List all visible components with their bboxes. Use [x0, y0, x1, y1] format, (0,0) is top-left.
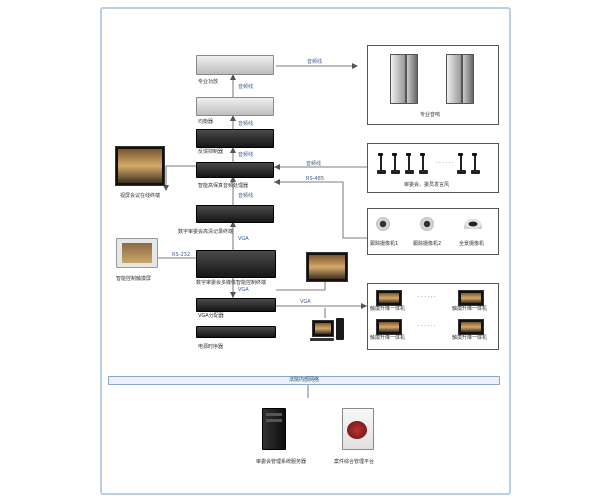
- mics-dots: · · · · · ·: [436, 160, 454, 166]
- tracking-camera-2-label: 跟踪摄像机2: [413, 241, 442, 247]
- operator-monitor: [306, 252, 348, 282]
- cable-label-audio-4: 音频线: [238, 152, 254, 158]
- cable-label-rs485: RS-485: [306, 176, 324, 182]
- vga-splitter-device: [196, 298, 276, 312]
- lift-display-label-3: 触摸升降一体机: [370, 335, 406, 341]
- lift-display-label-4: 触摸升降一体机: [452, 335, 488, 341]
- pc-monitor: [312, 320, 334, 337]
- cable-label-audio-1: 音频线: [307, 59, 323, 65]
- cable-label-vga-1: VGA: [238, 236, 249, 242]
- lift-dots-1: · · · · · ·: [418, 294, 436, 300]
- audio-processor-label: 智能高保真音频处理器: [198, 183, 249, 189]
- pc-tower: [336, 318, 344, 340]
- vga-splitter-label: VGA分配器: [198, 313, 224, 319]
- equalizer-label: 均衡器: [198, 119, 214, 125]
- lift-dots-2: · · · · · ·: [418, 323, 436, 329]
- lift-displays-box: 触摸升降一体机 · · · · · · 触摸升降一体机 触摸升降一体机 · · …: [367, 283, 499, 350]
- cable-label-audio-5: 音频线: [306, 161, 322, 167]
- speakers-label: 专业音响: [420, 112, 441, 118]
- audio-processor-device: [196, 162, 274, 178]
- mics-label: 审委会、委员发言风: [404, 182, 450, 188]
- software-label: 案件综合管理平台: [334, 459, 375, 465]
- panorama-camera-label: 全景摄像机: [459, 241, 485, 247]
- matrix-host-device: [196, 250, 276, 278]
- conference-host-device: [196, 205, 274, 223]
- cable-label-vga-2: VGA: [238, 287, 249, 293]
- intranet-label: 法院内部网络: [288, 377, 319, 383]
- pro-power-amp-device: [196, 55, 274, 75]
- equalizer-device: [196, 97, 274, 116]
- touch-screen-label: 智能控制触摸屏: [116, 276, 152, 282]
- speakers-box: 专业音响: [367, 45, 499, 125]
- panorama-camera-icon: [464, 219, 482, 229]
- intranet-bar: 法院内部网络: [108, 376, 500, 385]
- tracking-camera-1-icon: [376, 217, 390, 231]
- cable-label-audio-2: 音频线: [238, 84, 254, 90]
- cable-label-audio-6: 音频线: [238, 193, 254, 199]
- anti-feedback-device: [196, 129, 274, 148]
- lift-display-label-2: 触摸升降一体机: [452, 306, 488, 312]
- cable-label-audio-3: 音频线: [238, 121, 254, 127]
- pro-power-amp-label: 专业功放: [198, 79, 219, 85]
- video-terminal-label: 视屏会议在线终端: [120, 193, 161, 199]
- touch-screen-image: [116, 238, 158, 268]
- tracking-camera-2-icon: [420, 217, 434, 231]
- power-sequencer-label: 电源时序器: [198, 344, 224, 350]
- cable-label-rs232: RS-232: [172, 252, 190, 258]
- server-image: [262, 408, 286, 450]
- conference-host-label: 数字审委会高清记录终端: [178, 229, 234, 235]
- pc-keyboard: [310, 338, 334, 341]
- server-label: 审委会管理系统服务器: [256, 459, 307, 465]
- lift-display-label-1: 触摸升降一体机: [370, 306, 406, 312]
- power-sequencer-device: [196, 326, 276, 338]
- software-box-image: [342, 408, 374, 450]
- tracking-camera-1-label: 跟踪摄像机1: [370, 241, 399, 247]
- anti-feedback-label: 反馈抑制器: [198, 149, 224, 155]
- matrix-host-label: 数字审委会多媒体智能控制终端: [196, 280, 267, 286]
- mics-box: · · · · · · 审委会、委员发言风: [367, 143, 499, 193]
- cameras-box: 跟踪摄像机1 跟踪摄像机2 全景摄像机: [367, 208, 499, 255]
- cable-label-vga-3: VGA: [300, 299, 311, 305]
- video-terminal-image: [115, 146, 165, 186]
